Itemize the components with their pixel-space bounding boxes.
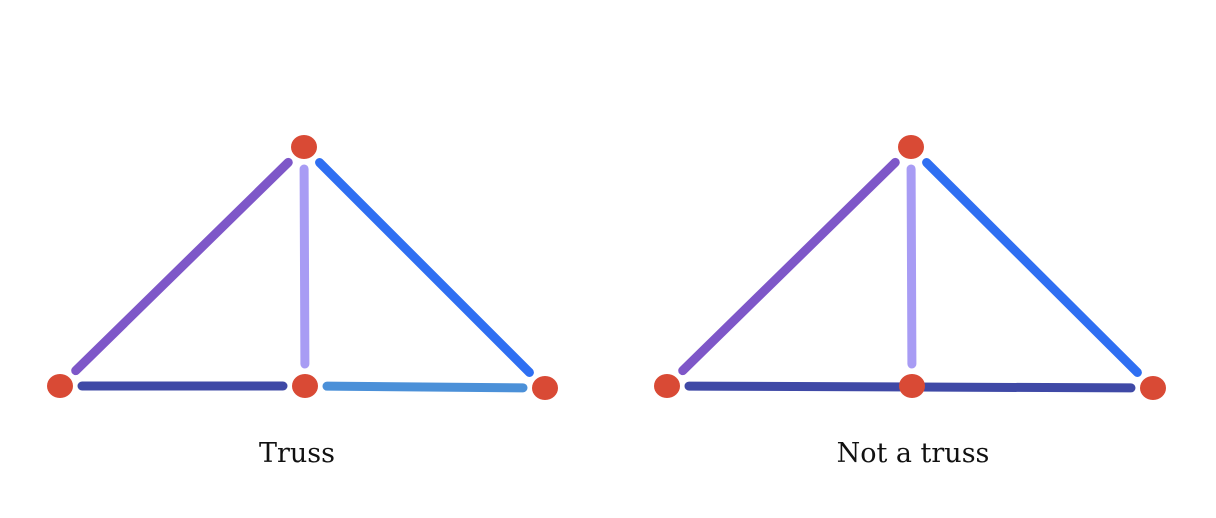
node-top xyxy=(291,135,317,159)
node-bottom-right xyxy=(532,376,558,400)
member-vertical xyxy=(299,164,310,369)
not-a-truss-diagram xyxy=(654,135,1166,400)
member-left-diagonal xyxy=(71,157,293,376)
member-right-diagonal xyxy=(922,158,1142,377)
truss-diagram xyxy=(47,135,558,400)
member-left-diagonal xyxy=(678,157,900,376)
node-bottom-middle xyxy=(292,374,318,398)
not-a-truss-caption: Not a truss xyxy=(836,438,990,469)
node-top xyxy=(898,135,924,159)
node-bottom-left xyxy=(654,374,680,398)
truss-caption: Truss xyxy=(258,438,336,469)
node-bottom-right xyxy=(1140,376,1166,400)
member-vertical xyxy=(906,164,917,369)
node-bottom-left xyxy=(47,374,73,398)
node-bottom-middle xyxy=(899,374,925,398)
member-bottom-right-chord xyxy=(322,381,528,393)
member-right-diagonal xyxy=(315,158,534,377)
